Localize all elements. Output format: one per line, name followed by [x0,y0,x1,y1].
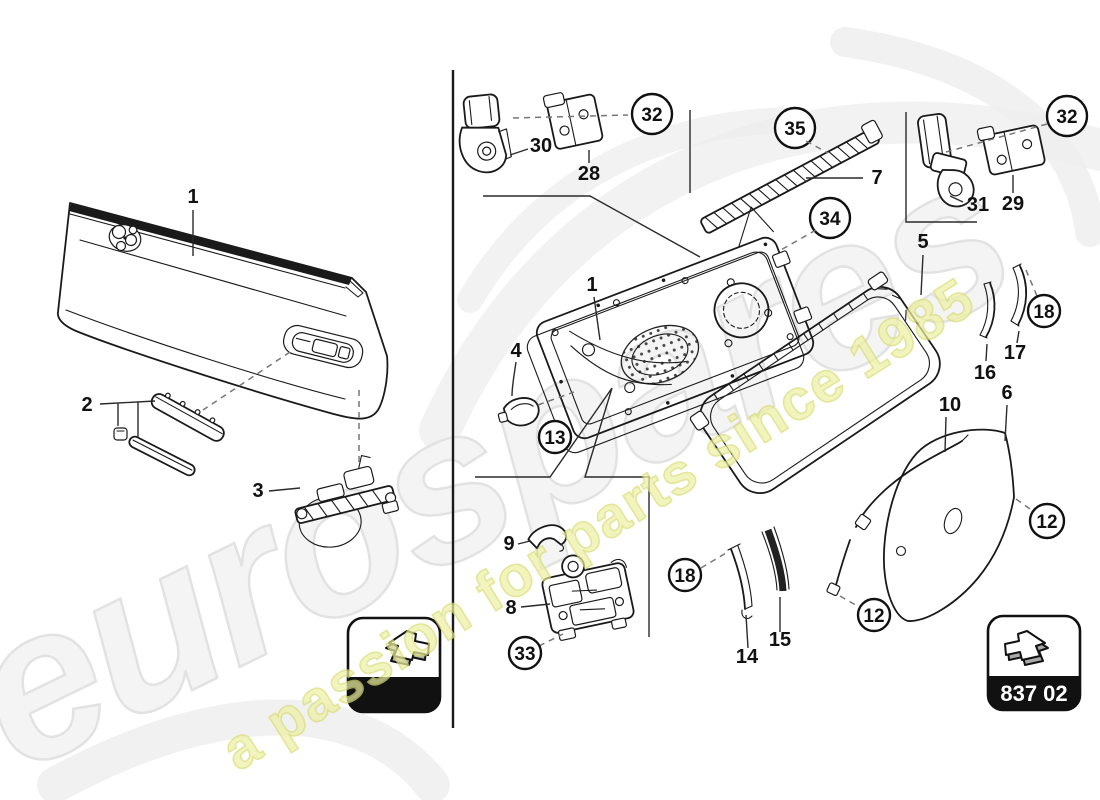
hinge-31-drawing [917,113,975,208]
arrow-up-right-icon [1004,630,1049,666]
callout-circled-34[interactable]: 34 [808,196,852,240]
svg-text:12: 12 [1036,512,1057,533]
svg-text:32: 32 [1056,107,1077,128]
door-check-drawing [458,93,512,174]
mirror-mount-detail [108,224,142,252]
callout-14-guide[interactable]: 14 [736,646,759,668]
callout-circled-13[interactable]: 13 [537,419,573,455]
door-lock-drawing [541,554,635,641]
callout-circled-33[interactable]: 33 [507,635,543,671]
callout-29-bracket[interactable]: 29 [1002,193,1024,215]
svg-text:32: 32 [641,105,662,126]
door-outer-panel-drawing [57,202,389,420]
hinge-bracket-28-drawing [542,92,604,150]
door-inner-assembly-drawing [526,206,815,454]
handle-cover-9-drawing [527,524,567,552]
callout-30-door-check[interactable]: 30 [530,135,552,157]
svg-text:18: 18 [674,566,695,587]
callout-circled-32-left[interactable]: 32 [630,92,674,136]
callout-16-guide[interactable]: 16 [974,362,996,384]
callout-7-seal-strip[interactable]: 7 [871,167,882,189]
door-seal-drawing [689,271,941,494]
svg-text:12: 12 [863,606,884,627]
callout-9-handle-cover[interactable]: 9 [503,533,514,555]
callout-circled-12-bottom[interactable]: 12 [856,597,892,633]
callout-circled-18-left[interactable]: 18 [667,557,703,593]
svg-text:18: 18 [1033,302,1054,323]
nav-current-section-button[interactable]: 837 02 [986,614,1082,712]
callout-5-door-seal[interactable]: 5 [917,231,928,253]
callout-circled-35[interactable]: 35 [773,106,817,150]
callout-8-lock[interactable]: 8 [505,597,516,619]
svg-text:33: 33 [514,644,535,665]
hinge-bracket-29-drawing [976,124,1046,176]
window-guide-16-drawing [979,281,996,339]
window-guide-15-drawing [761,526,790,592]
svg-text:35: 35 [784,119,806,140]
callout-17-guide[interactable]: 17 [1004,342,1026,364]
window-glass-drawing [882,428,1015,622]
callout-circled-12-right[interactable]: 12 [1028,502,1066,540]
glass-cable-drawing [826,434,969,597]
arrow-up-left-icon [385,630,430,666]
callout-1-door-outer[interactable]: 1 [187,186,198,208]
window-guide-17-drawing [1010,263,1028,327]
handle-mechanism-drawing [294,454,400,548]
window-slot-seal-drawing [700,119,883,234]
window-guide-14-drawing [727,543,753,619]
bracket-4-drawing [497,397,540,427]
svg-text:34: 34 [819,209,841,230]
callout-circled-18-right[interactable]: 18 [1026,293,1062,329]
callout-3-mechanism[interactable]: 3 [252,480,263,502]
door-handle-recess [282,324,364,369]
callout-4-bracket[interactable]: 4 [510,340,522,362]
svg-text:13: 13 [544,428,565,449]
callout-1-door-inner[interactable]: 1 [586,274,597,296]
callout-15-guide[interactable]: 15 [769,629,791,651]
callout-31-hinge[interactable]: 31 [967,194,989,216]
callout-10-cable[interactable]: 10 [939,394,961,416]
callout-6-glass[interactable]: 6 [1001,382,1012,404]
nav-previous-section-button[interactable] [346,616,442,714]
callout-circled-32-right[interactable]: 32 [1045,94,1089,138]
moulding-strips-drawing [113,392,225,477]
part-code-label: 837 02 [1000,681,1067,706]
callout-28-hinge[interactable]: 28 [578,163,600,185]
callout-2-mouldings[interactable]: 2 [81,394,92,416]
